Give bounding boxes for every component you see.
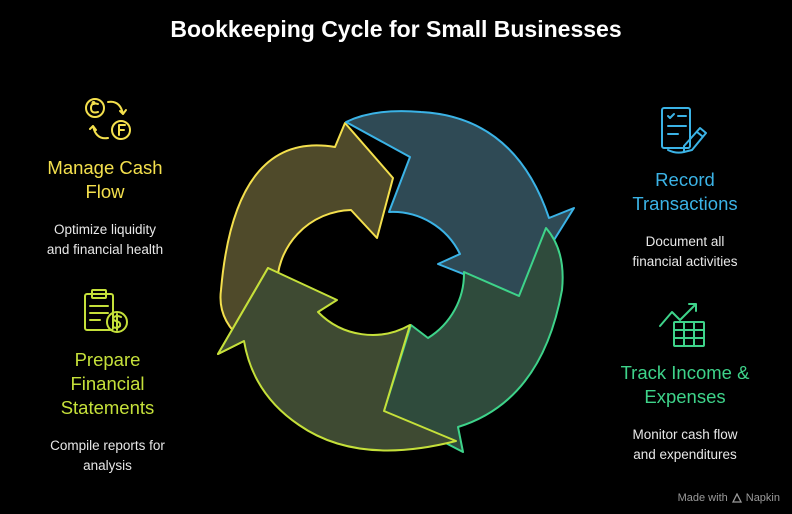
step-prepare-description: Compile reports for analysis <box>50 438 165 473</box>
step-record-description: Document all financial activities <box>632 234 738 269</box>
clipboard-dollar-icon <box>84 289 128 333</box>
document-pen-icon <box>661 107 707 154</box>
step-manage-description: Optimize liquidity and financial health <box>46 222 164 257</box>
step-record-title: Record Transactions <box>632 169 738 214</box>
step-record-transactions: Record Transactions Document all financi… <box>590 168 780 272</box>
napkin-logo-icon <box>731 493 742 503</box>
cycle-arrow-record <box>345 110 575 297</box>
made-with-text: Made with <box>677 492 728 504</box>
footer-attribution: Made with Napkin <box>678 492 780 504</box>
step-prepare-financial-statements: Prepare Financial Statements Compile rep… <box>20 348 195 476</box>
step-track-description: Monitor cash flow and expenditures <box>632 427 738 462</box>
cycle-arrow-track <box>383 227 564 453</box>
cycle-arrow-prepare <box>217 267 457 452</box>
step-manage-cash-flow: Manage Cash Flow Optimize liquidity and … <box>20 156 190 260</box>
chart-table-icon <box>659 303 705 347</box>
step-track-income-expenses: Track Income & Expenses Monitor cash flo… <box>595 361 775 465</box>
brand-text: Napkin <box>745 492 780 504</box>
currency-exchange-icon <box>85 98 131 140</box>
cycle-arrow-manage <box>217 122 394 355</box>
step-prepare-title: Prepare Financial Statements <box>60 349 155 418</box>
step-manage-title: Manage Cash Flow <box>47 157 163 202</box>
step-track-title: Track Income & Expenses <box>620 362 750 407</box>
diagram-title: Bookkeeping Cycle for Small Businesses <box>170 16 622 42</box>
